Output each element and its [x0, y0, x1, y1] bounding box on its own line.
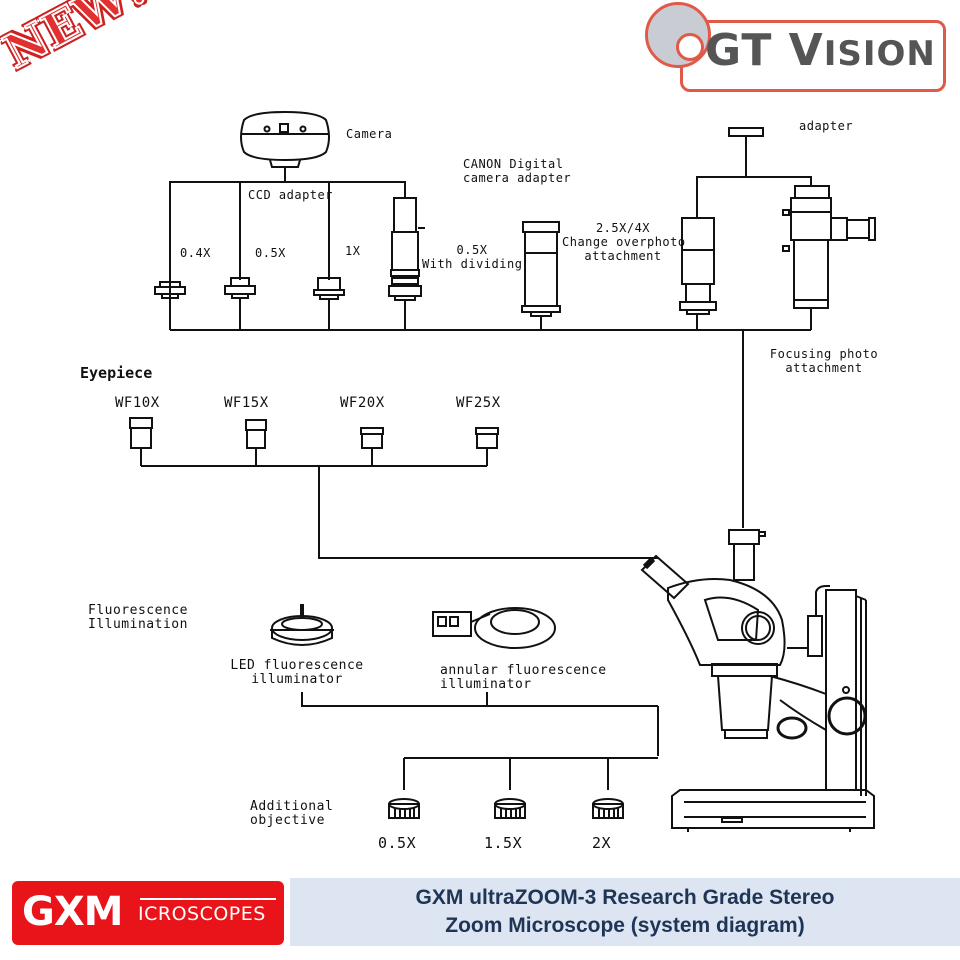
adapter-label: adapter — [799, 119, 854, 133]
eyepiece-wf20x-icon — [360, 427, 384, 449]
fluorescence-title-line1: Fluorescence — [88, 603, 188, 618]
overphoto-attachment-icon — [679, 217, 717, 315]
objective-0.5x-icon — [388, 798, 420, 819]
led-fluorescence-illuminator-icon — [270, 604, 334, 646]
annular-fluorescence-illuminator-icon — [432, 607, 556, 649]
overphoto-line3: attachment — [584, 249, 662, 263]
objective-0.5x-label: 0.5X — [378, 834, 417, 852]
canon-label-line2: camera adapter — [463, 171, 572, 185]
microscope-icon — [640, 529, 875, 832]
annular-line1: annular fluorescence — [440, 663, 607, 678]
dividing-magnification: 0.5X — [456, 243, 488, 257]
ccd-adapter-dividing-icon — [388, 197, 425, 301]
eyepiece-wf25x-icon — [475, 427, 499, 449]
objective-1.5x-icon — [494, 798, 526, 819]
logo-circle-small-icon — [676, 33, 704, 61]
overphoto-line2: Change overphoto — [562, 235, 686, 249]
objective-2x-label: 2X — [592, 834, 612, 852]
gxm-logo-rule — [140, 898, 276, 900]
eyepiece-wf10x-label: WF10X — [115, 395, 160, 411]
eyepiece-wf15x-icon — [245, 419, 267, 449]
camera-label: Camera — [346, 127, 393, 141]
ccd-adapter-0.5x-icon — [224, 277, 256, 299]
led-line2: illuminator — [251, 672, 343, 687]
focusing-photo-attachment-icon — [782, 185, 876, 309]
ccd-option-1x-label: 1X — [345, 244, 361, 258]
gt-logo-text: GT VISION — [705, 26, 936, 79]
adapter-icon — [728, 127, 764, 137]
fluorescence-title-line2: Illumination — [88, 617, 188, 632]
eyepiece-wf15x-label: WF15X — [224, 395, 269, 411]
footer-title-bar — [290, 878, 960, 946]
logo-circle-large-icon — [645, 2, 711, 68]
ccd-option-0.4x-label: 0.4X — [180, 246, 211, 260]
led-line1: LED fluorescence — [230, 658, 364, 673]
eyepiece-title: Eyepiece — [80, 364, 153, 382]
overphoto-line1: 2.5X/4X — [595, 221, 651, 235]
footer-title-line1: GXM ultraZOOM-3 Research Grade Stereo — [415, 886, 835, 909]
annular-line2: illuminator — [440, 677, 532, 692]
footer-title-line2: Zoom Microscope (system diagram) — [445, 914, 805, 937]
camera-icon — [240, 110, 330, 168]
ccd-option-0.5x-label: 0.5X — [255, 246, 286, 260]
eyepiece-wf25x-label: WF25X — [456, 395, 501, 411]
eyepiece-wf10x-icon — [129, 417, 153, 449]
gt-logo-rest: ISION — [823, 34, 936, 74]
canon-label-line1: CANON Digital — [463, 157, 564, 171]
gxm-logo-small-text: ICROSCOPES — [138, 903, 266, 925]
gt-logo-main: GT V — [705, 25, 824, 76]
gxm-logo-big-text: GXM — [22, 889, 123, 935]
ccd-adapter-1x-icon — [313, 277, 345, 300]
objective-1.5x-label: 1.5X — [484, 834, 523, 852]
objective-title-line2: objective — [250, 813, 325, 828]
eyepiece-wf20x-label: WF20X — [340, 395, 385, 411]
canon-adapter-icon — [521, 221, 561, 317]
objective-title-line1: Additional — [250, 799, 334, 814]
ccd-adapter-label: CCD adapter — [248, 188, 333, 202]
gxm-microscopes-logo — [12, 881, 284, 945]
focusing-line1: Focusing photo — [769, 347, 879, 361]
objective-2x-icon — [592, 798, 624, 819]
dividing-sublabel: With dividing — [422, 257, 523, 271]
focusing-line2: attachment — [785, 361, 863, 375]
